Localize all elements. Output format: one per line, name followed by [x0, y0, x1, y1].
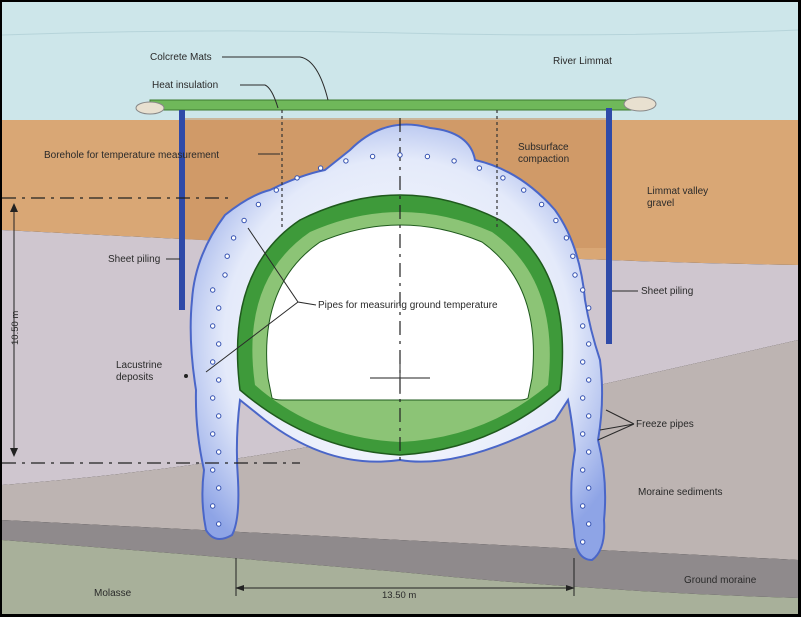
freeze-pipe-dot: [580, 539, 586, 545]
label-limmat-valley-2: gravel: [647, 198, 674, 209]
freeze-pipe-dot: [580, 467, 586, 473]
label-ground-moraine: Ground moraine: [684, 575, 757, 586]
freeze-pipe-dot: [216, 485, 222, 491]
sheet-piling-right: [606, 108, 612, 344]
freeze-pipe-dot: [476, 165, 483, 171]
freeze-pipe-dot: [580, 395, 586, 401]
leader-pipes-2: [205, 301, 299, 373]
mat-anchor-left: [135, 101, 165, 115]
width-arrow-right: [566, 585, 575, 591]
label-freeze-pipes: Freeze pipes: [636, 419, 694, 430]
freeze-pipe-dot: [580, 287, 586, 293]
freeze-pipe-dot: [570, 253, 576, 259]
label-pipes-ground-temp: Pipes for measuring ground temperature: [318, 300, 498, 311]
freeze-pipe-dot: [586, 377, 592, 383]
freeze-pipe-dot: [210, 503, 216, 509]
freeze-pipe-dot: [521, 187, 527, 193]
label-colcrete-mats: Colcrete Mats: [150, 52, 212, 63]
label-subsurface-2: compaction: [518, 154, 569, 165]
freeze-pipe-dot: [273, 187, 279, 193]
freeze-pipe-dot: [580, 323, 586, 329]
freeze-pipe-dot: [586, 413, 592, 419]
leader-colcrete-mats: [222, 56, 329, 101]
freeze-pipe-dot: [216, 377, 222, 383]
label-borehole: Borehole for temperature measurement: [44, 150, 219, 161]
ground-moraine-layer: [2, 520, 798, 598]
freeze-pipe-dot: [553, 217, 559, 224]
freeze-pipe-dot: [424, 153, 431, 160]
freeze-pipe-dot: [210, 323, 216, 329]
label-river-limmat: River Limmat: [553, 56, 612, 67]
height-arrow-top: [10, 203, 18, 212]
freeze-pipe-dot: [451, 158, 457, 164]
freeze-pipe-dot: [210, 431, 216, 437]
lacustrine-marker: [184, 374, 188, 378]
label-molasse: Molasse: [94, 588, 132, 599]
label-limmat-valley-1: Limmat valley: [647, 186, 708, 197]
freeze-pipe-dot: [317, 165, 324, 171]
freeze-pipe-dot: [580, 431, 586, 437]
label-moraine-sediments: Moraine sediments: [638, 487, 722, 498]
freeze-pipe-dot: [210, 359, 216, 365]
freeze-pipe-dot: [216, 341, 222, 347]
leader-heat-insulation: [240, 84, 279, 109]
freeze-pipe-dot: [586, 485, 592, 491]
freeze-pipe-dot: [369, 153, 376, 160]
freeze-pipe-dot: [572, 272, 578, 278]
freeze-pipe-dot: [343, 158, 349, 164]
freeze-pipe-dot: [294, 175, 300, 181]
freeze-pipe-dots: [210, 152, 592, 545]
label-heat-insulation: Heat insulation: [152, 80, 218, 91]
height-arrow-bottom: [10, 448, 18, 457]
freeze-pipe-dot: [210, 287, 216, 293]
freeze-pipe-dot: [580, 359, 586, 365]
freeze-pipe-dot: [500, 175, 506, 181]
freeze-pipe-dot: [586, 341, 592, 347]
water-surface-line: [1, 29, 799, 36]
freeze-pipe-dot: [586, 521, 592, 527]
freeze-pipe-dot: [580, 503, 586, 509]
freeze-pipe-dot: [224, 253, 230, 259]
width-arrow-left: [235, 585, 244, 591]
label-subsurface-1: Subsurface: [518, 142, 569, 153]
label-lacustrine-2: deposits: [116, 372, 153, 383]
mat-anchor-right: [623, 96, 657, 112]
freeze-pipe-dot: [586, 305, 592, 311]
colcrete-mats: [149, 99, 641, 111]
label-lacustrine-1: Lacustrine: [116, 360, 163, 371]
freeze-pipe-dot: [563, 235, 570, 241]
freeze-pipe-dot: [216, 413, 222, 419]
width-dimension-label: 13.50 m: [382, 590, 416, 601]
freeze-pipe-dot: [216, 305, 222, 311]
freeze-pipe-dot: [538, 201, 545, 208]
height-dimension-label: 10.50 m: [10, 311, 21, 345]
leader-freeze-pipes: [597, 409, 635, 441]
freeze-pipe-dot: [230, 235, 237, 241]
freeze-pipe-dot: [255, 201, 262, 208]
sheet-piling-left: [179, 110, 185, 310]
freeze-pipe-dot: [216, 521, 222, 527]
label-sheet-piling-right: Sheet piling: [641, 286, 693, 297]
freeze-pipe-dot: [210, 467, 216, 473]
freeze-pipe-dot: [586, 449, 592, 455]
freeze-pipe-dot: [397, 152, 403, 158]
molasse-layer: [2, 540, 798, 614]
freeze-pipe-dot: [216, 449, 222, 455]
label-sheet-piling-left: Sheet piling: [108, 254, 160, 265]
freeze-pipe-dot: [210, 395, 216, 401]
freeze-pipe-dot: [222, 272, 228, 278]
freeze-pipe-dot: [241, 217, 247, 224]
